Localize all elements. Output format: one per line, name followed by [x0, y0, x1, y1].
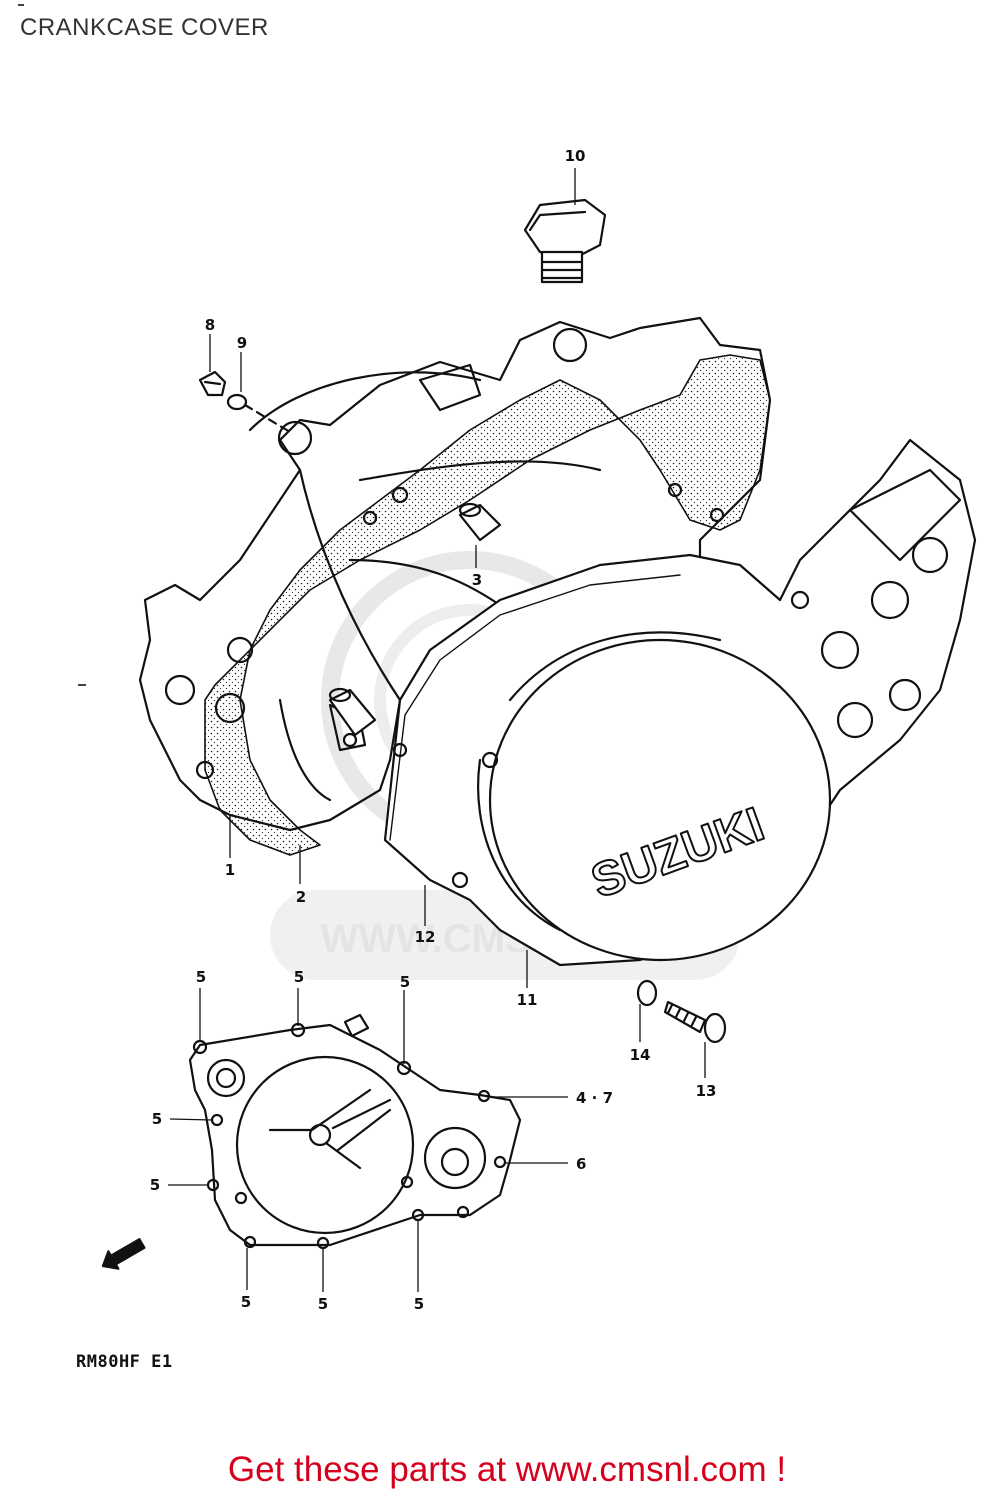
callout-1: 1: [225, 861, 235, 879]
clutch-cover-dome: [488, 638, 832, 962]
callout-5: 5: [414, 1295, 424, 1313]
washer-9: [226, 393, 248, 411]
callout-5: 5: [318, 1295, 328, 1313]
washer-14: [636, 979, 658, 1007]
callout-8: 8: [205, 316, 215, 334]
callout-12: 12: [415, 928, 436, 946]
callout-5: 5: [241, 1293, 251, 1311]
page-title: CRANKCASE COVER: [20, 14, 269, 41]
callout-4-7: 4 · 7: [576, 1089, 613, 1107]
callout-5: 5: [196, 968, 206, 986]
callout-5: 5: [294, 968, 304, 986]
callout-5: 5: [152, 1110, 162, 1128]
callout-9: 9: [237, 334, 247, 352]
forward-arrow: [101, 1238, 146, 1270]
callout-3: 3: [472, 571, 482, 589]
footer-link[interactable]: Get these parts at www.cmsnl.com !: [227, 1450, 787, 1489]
callout-2: 2: [296, 888, 306, 906]
cover-gasket: [389, 574, 681, 841]
bolt-13: [663, 1000, 727, 1044]
gasket: [204, 354, 771, 856]
callout-14: 14: [630, 1046, 651, 1064]
corner-tick: [18, 4, 24, 6]
screw-8: [198, 370, 227, 397]
callout-labels: 10 8 9 3 1 2 12 11 14 13 5 5 5 5 5 5 5 5…: [150, 147, 717, 1313]
dowel-pin-lower: [328, 687, 377, 737]
callout-5: 5: [400, 973, 410, 991]
callout-5: 5: [150, 1176, 160, 1194]
callout-10: 10: [565, 147, 586, 165]
leader-lines: [168, 168, 706, 1292]
callout-11: 11: [517, 991, 538, 1009]
margin-dash: [78, 684, 86, 686]
dowel-pin-upper: [458, 502, 502, 542]
callout-13: 13: [696, 1082, 717, 1100]
model-code: RM80HF E1: [76, 1352, 173, 1372]
callout-6: 6: [576, 1155, 586, 1173]
oil-filler-cap: [523, 198, 607, 284]
